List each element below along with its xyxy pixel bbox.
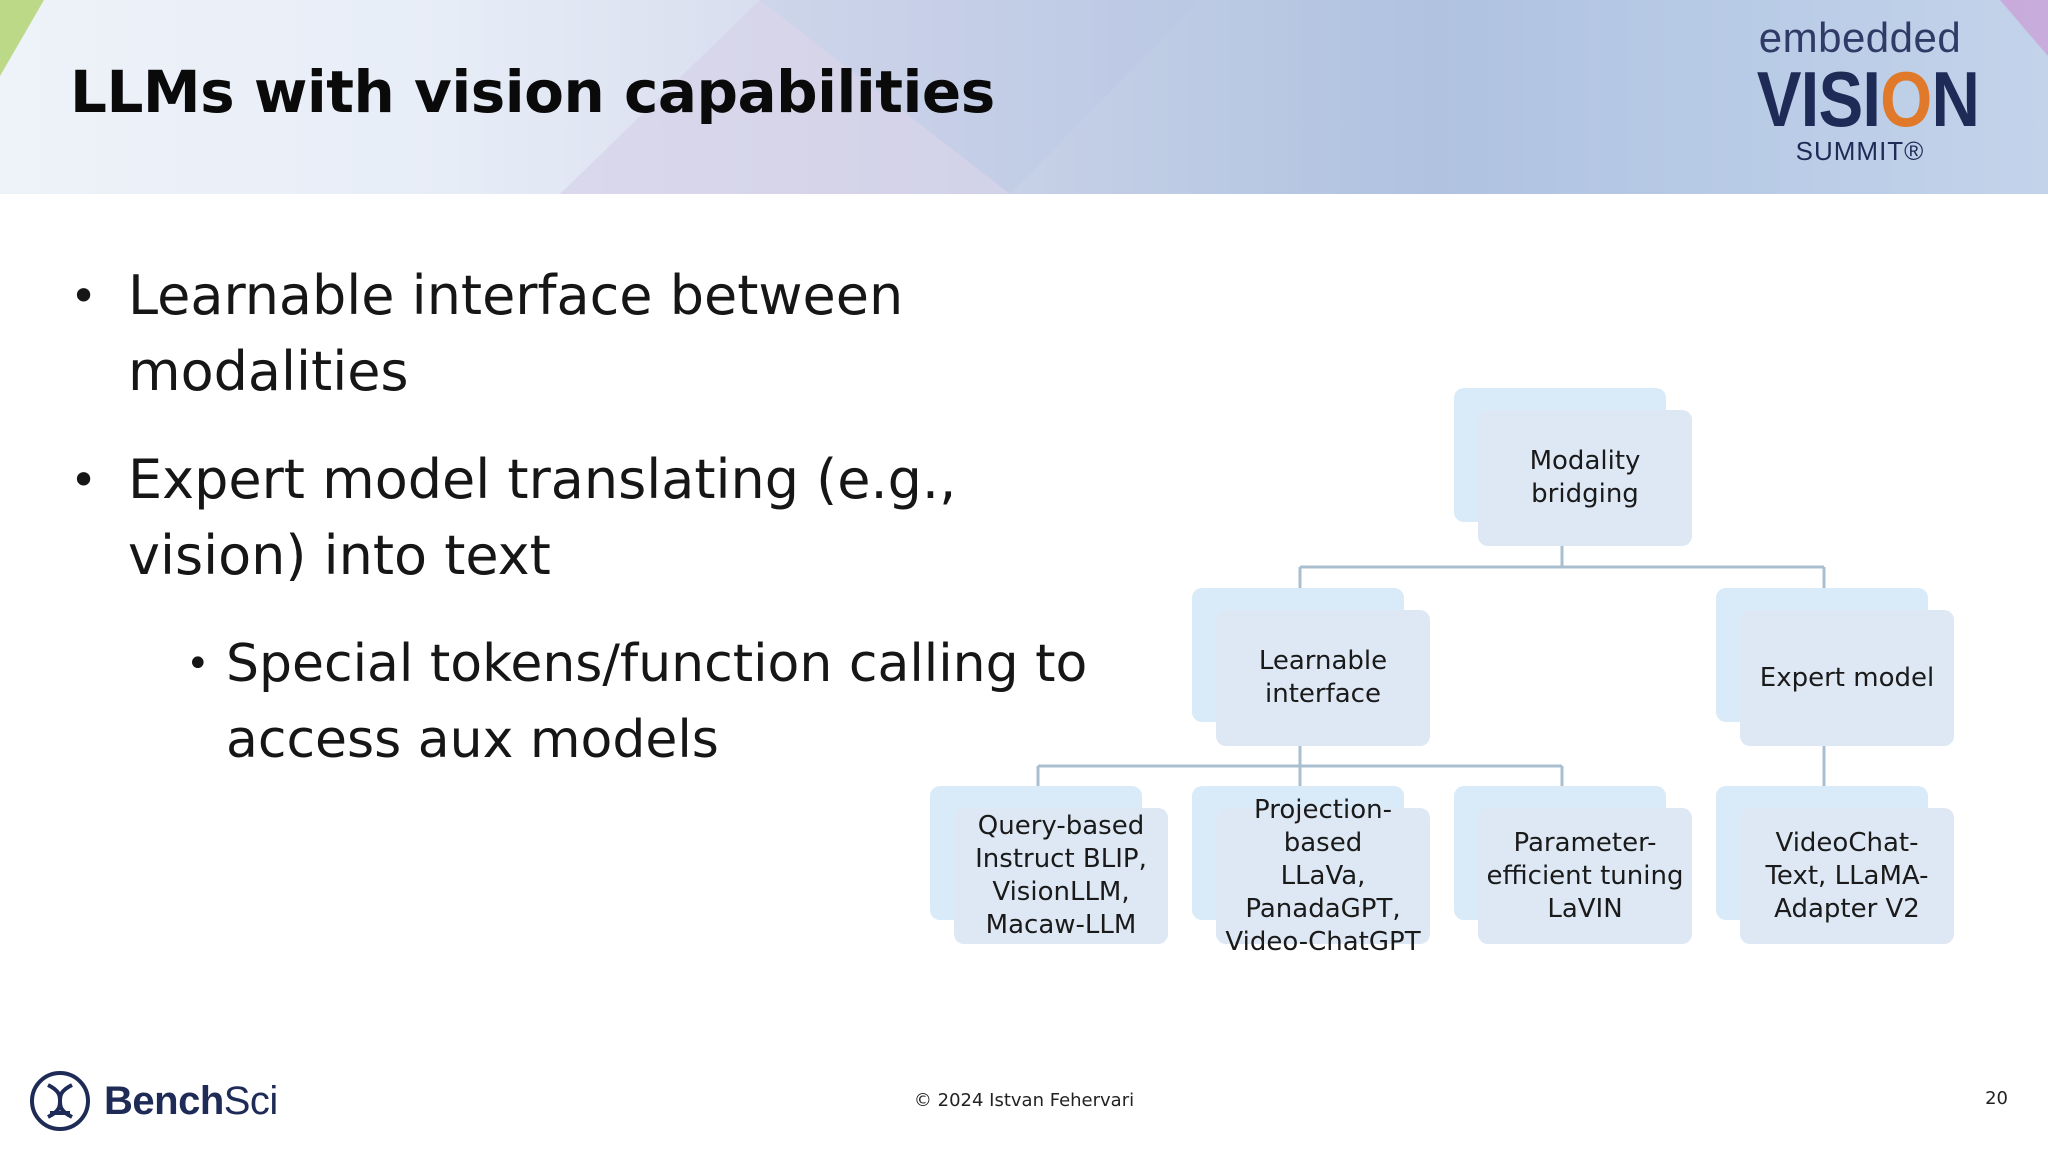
header-decoration [0, 0, 2048, 194]
logo-main-left: VISI [1756, 55, 1881, 143]
bullet-list: Learnable interface between modalities E… [70, 258, 1150, 810]
node-expert-model: Expert model [1716, 588, 1954, 746]
node-front: Expert model [1740, 610, 1954, 746]
embedded-vision-summit-logo: embedded VISION SUMMIT® [1740, 14, 1980, 174]
sub-bullet-item: Special tokens/function calling to acces… [186, 626, 1106, 778]
node-projection-based: Projection- based LLaVa, PanadaGPT, Vide… [1192, 786, 1430, 957]
logo-top-text: embedded [1758, 14, 1962, 61]
logo-main-highlight: O [1880, 55, 1932, 143]
benchsci-mark-icon [30, 1071, 90, 1131]
node-label: Projection- based LLaVa, PanadaGPT, Vide… [1225, 794, 1421, 957]
node-front: Learnable interface [1216, 610, 1430, 746]
node-front: Query-based Instruct BLIP, VisionLLM, Ma… [954, 808, 1168, 944]
bullet-item: Learnable interface between modalities [70, 258, 1150, 410]
node-front: Projection- based LLaVa, PanadaGPT, Vide… [1216, 795, 1430, 957]
node-label: Learnable interface [1258, 646, 1388, 709]
header-band: LLMs with vision capabilities embedded V… [0, 0, 2048, 194]
logo-main-right: N [1931, 55, 1980, 143]
benchsci-logo: BenchSci [28, 1066, 278, 1136]
node-label: Expert model [1759, 662, 1935, 693]
brand-bold: Bench [104, 1078, 224, 1123]
node-label: Query-based Instruct BLIP, VisionLLM, Ma… [975, 811, 1147, 940]
logo-bottom-text: SUMMIT® [1795, 136, 1925, 166]
slide-title: LLMs with vision capabilities [70, 58, 995, 126]
page-number: 20 [1985, 1088, 2008, 1109]
brand-light: Sci [223, 1078, 279, 1123]
node-label: Modality bridging [1529, 446, 1641, 509]
node-parameter-efficient: Parameter- efficient tuning LaVIN [1454, 786, 1692, 944]
bullet-item: Expert model translating (e.g., vision) … [70, 442, 1128, 594]
benchsci-wordmark: BenchSci [104, 1079, 278, 1124]
node-query-based: Query-based Instruct BLIP, VisionLLM, Ma… [930, 786, 1168, 944]
node-front: Parameter- efficient tuning LaVIN [1478, 808, 1692, 944]
node-learnable-interface: Learnable interface [1192, 588, 1430, 746]
copyright-notice: © 2024 Istvan Fehervari [913, 1090, 1135, 1111]
node-label: VideoChat- Text, LLaMA- Adapter V2 [1765, 827, 1929, 924]
node-modality-bridging: Modality bridging [1454, 388, 1692, 546]
node-label: Parameter- efficient tuning LaVIN [1486, 827, 1684, 924]
node-front: VideoChat- Text, LLaMA- Adapter V2 [1740, 808, 1954, 944]
logo-main-text: VISION [1757, 60, 1980, 138]
node-front: Modality bridging [1478, 410, 1692, 546]
node-videochat-text: VideoChat- Text, LLaMA- Adapter V2 [1716, 786, 1954, 944]
